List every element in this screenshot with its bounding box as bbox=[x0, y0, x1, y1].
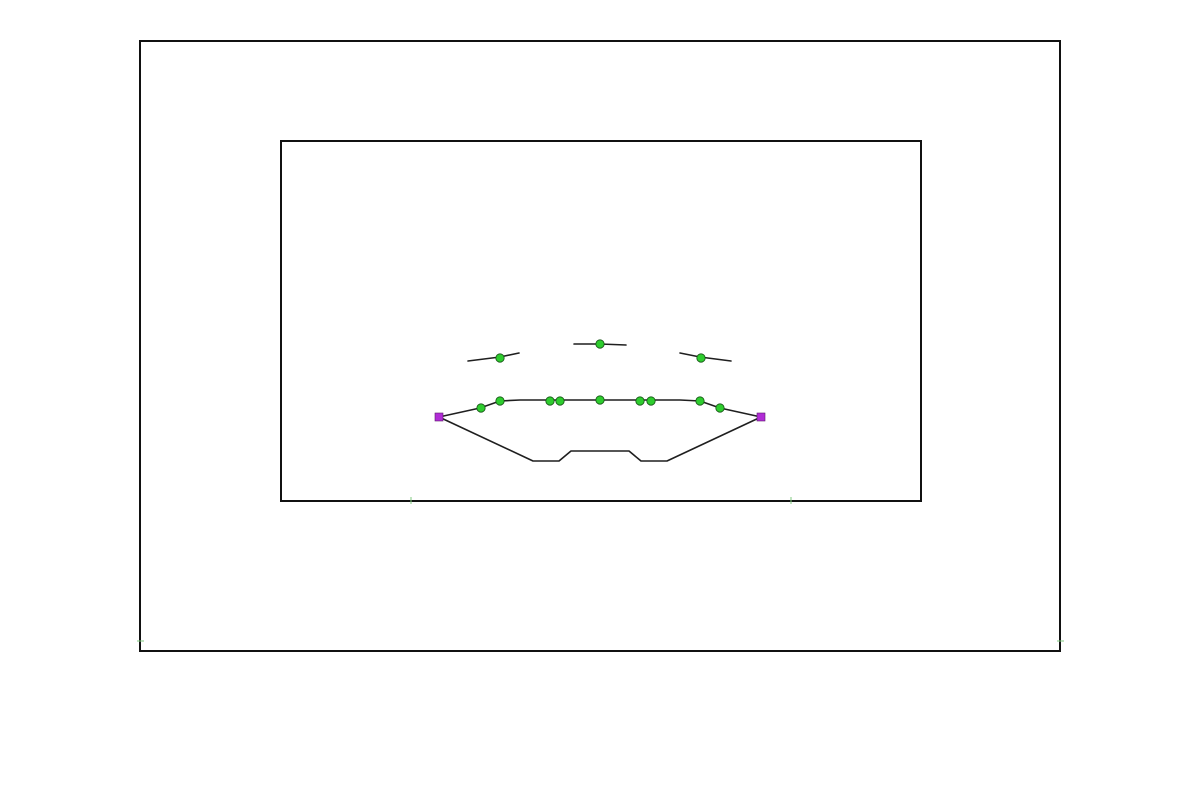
node-icon bbox=[696, 353, 706, 363]
node-icon bbox=[635, 396, 645, 406]
anchor-group bbox=[434, 412, 766, 422]
anchor-icon bbox=[756, 412, 766, 422]
node-icon bbox=[595, 339, 605, 349]
node-icon bbox=[646, 396, 656, 406]
anchor-icon bbox=[434, 412, 444, 422]
node-icon bbox=[595, 395, 605, 405]
cap-line-right bbox=[679, 352, 732, 362]
node-icon bbox=[555, 396, 565, 406]
node-icon bbox=[476, 403, 486, 413]
cap-line-left bbox=[467, 352, 520, 362]
node-icon bbox=[715, 403, 725, 413]
node-group bbox=[476, 339, 725, 413]
node-icon bbox=[695, 396, 705, 406]
inner-frame bbox=[280, 140, 922, 502]
lower-contour bbox=[438, 416, 762, 462]
node-icon bbox=[495, 396, 505, 406]
frame-ticks bbox=[137, 497, 1064, 642]
node-icon bbox=[545, 396, 555, 406]
node-icon bbox=[495, 353, 505, 363]
outer-frame bbox=[139, 40, 1061, 652]
